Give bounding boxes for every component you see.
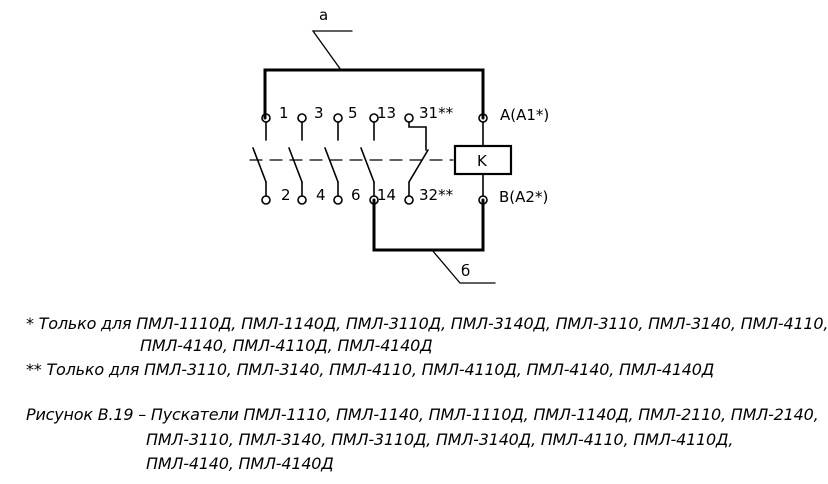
note-2: ** Только для ПМЛ-3110, ПМЛ-3140, ПМЛ-41… xyxy=(26,360,715,379)
contact-31-32 xyxy=(408,121,429,197)
coil-terminal-top-label: A(A1*) xyxy=(500,106,549,124)
contact-1-2 xyxy=(252,121,267,197)
contact-label-3: 3 xyxy=(314,104,324,122)
terminal-2 xyxy=(261,195,271,205)
contact-label-5: 5 xyxy=(348,104,358,122)
contact-5-6 xyxy=(324,121,339,197)
note-1-line-2: ПМЛ-4140, ПМЛ-4110Д, ПМЛ-4140Д xyxy=(140,336,433,355)
contact-label-14: 14 xyxy=(377,186,396,204)
leader-b-line xyxy=(431,249,496,284)
contact-label-32: 32** xyxy=(419,186,454,204)
figure-caption-line-1: Рисунок В.19 – Пускатели ПМЛ-1110, ПМЛ-1… xyxy=(26,405,819,424)
top-bus-wire xyxy=(263,68,485,120)
coil-label: K xyxy=(477,152,488,170)
contact-label-4: 4 xyxy=(316,186,326,204)
contact-3-4 xyxy=(288,121,303,197)
leader-a-line xyxy=(311,30,353,71)
contact-label-13: 13 xyxy=(377,104,396,122)
terminal-31 xyxy=(404,113,414,123)
terminal-5 xyxy=(333,113,343,123)
terminal-13 xyxy=(369,113,379,123)
contact-label-6: 6 xyxy=(351,186,361,204)
bottom-bus-wire xyxy=(372,198,485,252)
terminal-4 xyxy=(297,195,307,205)
terminal-a xyxy=(478,113,488,123)
contact-label-31: 31** xyxy=(419,104,454,122)
leader-a-label: а xyxy=(319,6,328,24)
contact-13-14 xyxy=(360,121,375,197)
terminal-32 xyxy=(404,195,414,205)
coil-k xyxy=(453,144,513,176)
note-1-line-1: * Только для ПМЛ-1110Д, ПМЛ-1140Д, ПМЛ-3… xyxy=(26,314,828,333)
terminal-6 xyxy=(333,195,343,205)
terminal-b xyxy=(478,195,488,205)
figure-caption-line-3: ПМЛ-4140, ПМЛ-4140Д xyxy=(146,454,334,473)
contact-label-1: 1 xyxy=(279,104,289,122)
coil-terminal-bottom-label: B(A2*) xyxy=(499,188,548,206)
terminal-3 xyxy=(297,113,307,123)
terminal-1 xyxy=(261,113,271,123)
figure-caption-line-2: ПМЛ-3110, ПМЛ-3140, ПМЛ-3110Д, ПМЛ-3140Д… xyxy=(146,430,734,449)
contact-label-2: 2 xyxy=(281,186,291,204)
terminal-14 xyxy=(369,195,379,205)
leader-b-label: б xyxy=(461,262,470,280)
